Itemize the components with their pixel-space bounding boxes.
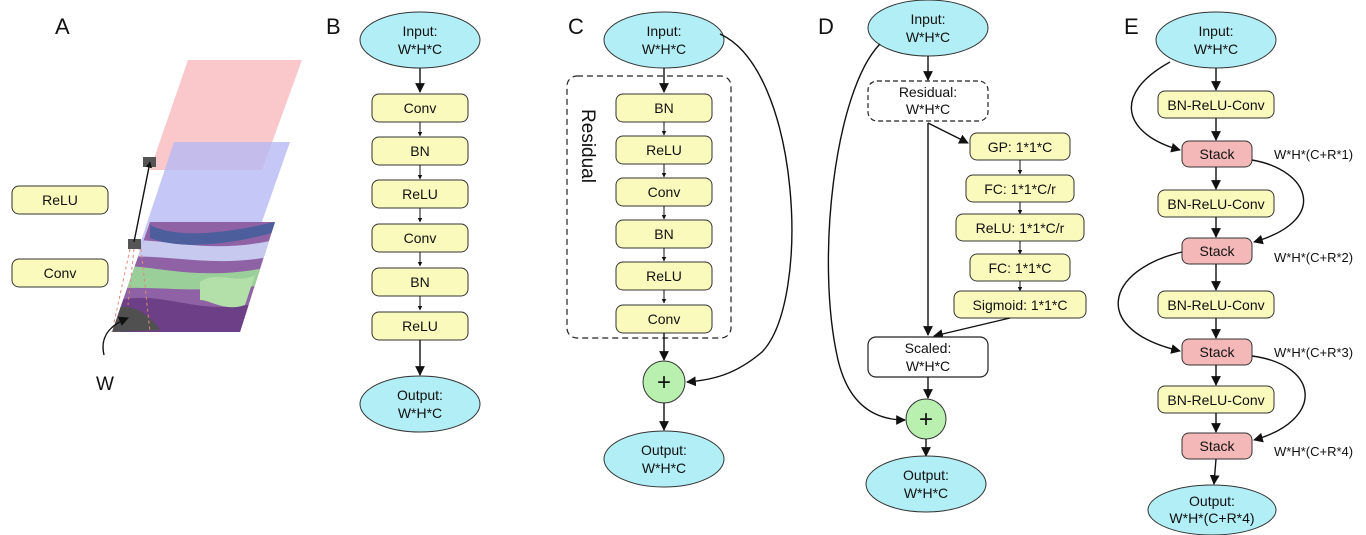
panel-d-output-node — [865, 455, 987, 513]
panel-c-output-line1: Output: — [641, 442, 687, 458]
panel-e-conv-2-label: BN-ReLU-Conv — [1167, 196, 1264, 212]
panel-e: E Input: W*H*C BN-ReLU-Conv Stack W*H*(C… — [1117, 11, 1353, 535]
panel-d-output-line1: Output: — [903, 467, 949, 483]
panel-c-add-symbol: + — [657, 369, 671, 396]
conv-unit-square — [128, 239, 141, 249]
panel-d-skip-connection — [827, 43, 906, 425]
panel-d: D Input: W*H*C Residual: W*H*C GP: 1*1*C… — [818, 0, 1087, 513]
panel-d-residual-line1: Residual: — [899, 84, 957, 100]
scaled-node-line1: Scaled: — [905, 340, 952, 356]
se-layer-5 — [953, 290, 1087, 319]
panel-b-output-node — [359, 375, 481, 433]
panel-c-layer-3-label: Conv — [648, 184, 681, 200]
panel-e-stack-3-label: Stack — [1199, 344, 1235, 360]
panel-b-input-node — [359, 11, 481, 69]
panel-c-input-line2: W*H*C — [642, 41, 686, 57]
panel-e-skip-2 — [1251, 159, 1305, 245]
panel-e-stack-2 — [1181, 237, 1253, 265]
panel-b-label: B — [326, 14, 341, 39]
residual-block-label: Residual — [577, 109, 598, 183]
panel-e-conv-3-label: BN-ReLU-Conv — [1167, 297, 1264, 313]
panel-d-residual-node — [867, 80, 989, 122]
panel-e-label: E — [1124, 14, 1139, 39]
panel-c: C Input: W*H*C Residual BN ReLU Conv BN … — [566, 11, 793, 488]
panel-e-stack-4-label: Stack — [1199, 438, 1235, 454]
panel-e-input-node — [1155, 11, 1277, 69]
panel-c-layer-4-label: BN — [654, 226, 673, 242]
panel-c-layer-6-label: Conv — [648, 311, 681, 327]
se-layer-3-label: ReLU: 1*1*C/r — [976, 220, 1065, 236]
panel-c-input-line1: Input: — [646, 23, 681, 39]
panel-e-stack-4-dims: W*H*(C+R*4) — [1274, 444, 1353, 459]
conv-box-label: Conv — [44, 265, 77, 281]
panel-e-input-line2: W*H*C — [1194, 41, 1238, 57]
se-layer-4-label: FC: 1*1*C — [988, 260, 1051, 276]
panel-b-layer-5-label: BN — [410, 274, 429, 290]
panel-e-stack-1 — [1181, 140, 1253, 168]
panel-c-output-node — [603, 430, 725, 488]
panel-b-layer-4-label: Conv — [404, 230, 437, 246]
panel-e-skip-4 — [1251, 355, 1306, 443]
panel-d-add-symbol: + — [919, 406, 933, 433]
panel-e-stack-1-dims: W*H*(C+R*1) — [1274, 147, 1353, 162]
panel-e-stack-4 — [1181, 432, 1253, 460]
panel-b-input-line2: W*H*C — [398, 41, 442, 57]
panel-e-output-line2: W*H*(C+R*4) — [1169, 510, 1254, 526]
panel-c-label: C — [568, 14, 584, 39]
panel-d-input-line1: Input: — [910, 11, 945, 27]
w-label: W — [96, 374, 114, 395]
panel-b-layer-2-label: BN — [410, 143, 429, 159]
se-layer-5-label: Sigmoid: 1*1*C — [973, 297, 1068, 313]
panel-b: B Input: W*H*C Conv BN ReLU Conv BN ReLU… — [326, 11, 481, 433]
panel-c-layer-1-label: BN — [654, 100, 673, 116]
panel-c-input-node — [603, 11, 725, 69]
feature-connection-arrow — [133, 161, 152, 243]
panel-a-label: A — [55, 14, 70, 39]
panel-e-input-line1: Input: — [1198, 23, 1233, 39]
panel-c-layer-2-label: ReLU — [646, 142, 682, 158]
panel-e-stack-3-dims: W*H*(C+R*3) — [1274, 345, 1353, 360]
panel-d-residual-line2: W*H*C — [906, 101, 950, 117]
panel-c-skip-connection — [686, 33, 793, 387]
panel-b-layer-1-label: Conv — [404, 100, 437, 116]
panel-b-input-line1: Input: — [402, 23, 437, 39]
panel-d-output-line2: W*H*C — [904, 485, 948, 501]
w-arrow — [102, 316, 129, 356]
panel-d-input-node — [867, 0, 989, 57]
panel-b-output-line2: W*H*C — [398, 405, 442, 421]
panel-e-output-line1: Output: — [1189, 493, 1235, 509]
panel-b-layer-6-label: ReLU — [402, 318, 438, 334]
panel-c-output-line2: W*H*C — [642, 460, 686, 476]
panel-e-conv-4-label: BN-ReLU-Conv — [1167, 392, 1264, 408]
histology-image — [112, 222, 275, 332]
panel-e-stack-2-label: Stack — [1199, 243, 1235, 259]
conv-box — [11, 258, 109, 288]
scaled-node-line2: W*H*C — [906, 358, 950, 374]
panel-d-input-line2: W*H*C — [906, 29, 950, 45]
relu-box-label: ReLU — [42, 192, 78, 208]
panel-e-output-node — [1147, 484, 1277, 535]
panel-b-output-line1: Output: — [397, 387, 443, 403]
se-layer-2-label: FC: 1*1*C/r — [984, 181, 1056, 197]
se-layer-1-label: GP: 1*1*C — [988, 139, 1053, 155]
panel-b-layer-3-label: ReLU — [402, 186, 438, 202]
panel-e-stack-3 — [1181, 338, 1253, 366]
panel-e-skip-3 — [1117, 251, 1183, 354]
panel-c-layer-5-label: ReLU — [646, 268, 682, 284]
relu-box — [11, 185, 109, 215]
panel-d-label: D — [818, 14, 834, 39]
panel-a: A ReLU Conv W — [11, 14, 302, 395]
panel-e-stack-2-dims: W*H*(C+R*2) — [1274, 250, 1353, 265]
panel-e-skip-1 — [1130, 61, 1181, 153]
panel-e-conv-1-label: BN-ReLU-Conv — [1167, 97, 1264, 113]
residual-block-border — [566, 75, 732, 339]
panel-e-stack-1-label: Stack — [1199, 146, 1235, 162]
